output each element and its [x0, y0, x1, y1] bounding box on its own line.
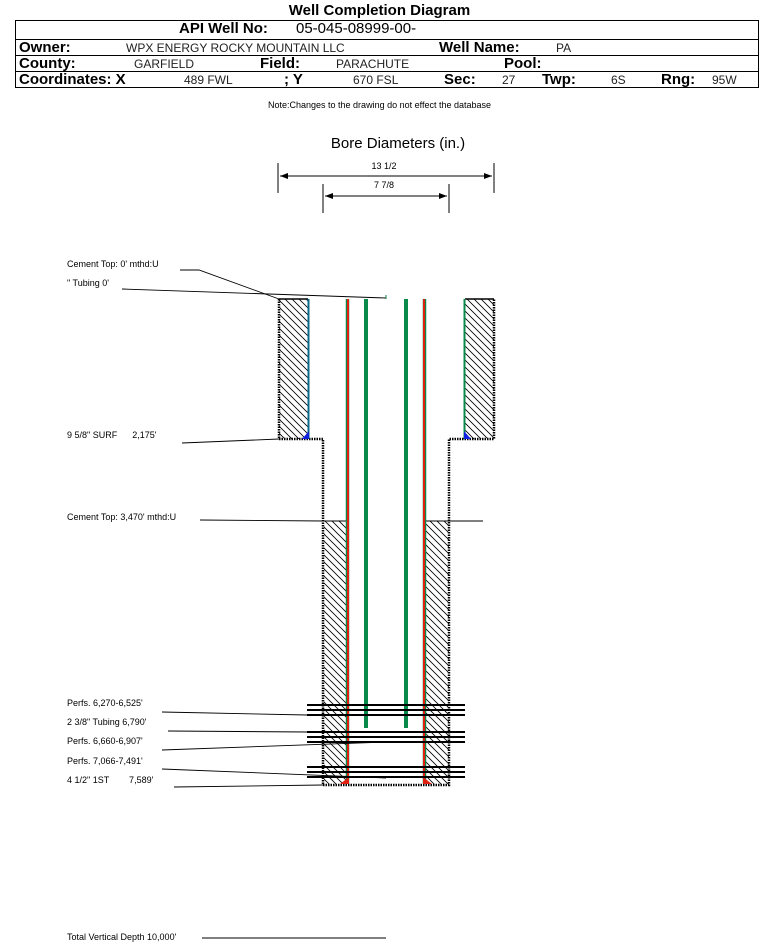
pool-label: Pool:	[504, 55, 542, 72]
cement-top-production-label: Cement Top: 3,470' mthd:U	[67, 512, 176, 522]
owner-value: WPX ENERGY ROCKY MOUNTAIN LLC	[126, 41, 345, 55]
production-shoe-right	[423, 777, 432, 784]
sec-label: Sec:	[444, 71, 476, 88]
surface-casing-label: 9 5/8" SURF 2,175'	[67, 430, 157, 440]
perfs-2-label: Perfs. 6,660-6,907'	[67, 736, 143, 746]
surface-shoe-left	[302, 431, 309, 439]
surface-shoe-right	[464, 431, 471, 439]
surface-cement-right	[465, 299, 494, 439]
bore-diameter-label-2: 7 7/8	[374, 180, 394, 190]
perfs-1-label: Perfs. 6,270-6,525'	[67, 698, 143, 708]
page-title: Well Completion Diagram	[288, 2, 471, 19]
borehole-outline	[277, 299, 496, 787]
county-label: County:	[19, 55, 76, 72]
coordinates-row: Coordinates: X 489 FWL ; Y 670 FSL Sec: …	[16, 71, 758, 88]
surface-casing-leader	[181, 438, 280, 444]
coord-y-label: ; Y	[284, 71, 303, 88]
bore-dimension-2	[322, 184, 450, 213]
county-row: County: GARFIELD Field: PARACHUTE Pool:	[16, 55, 758, 72]
field-value: PARACHUTE	[336, 57, 410, 71]
twp-value: 6S	[611, 73, 626, 87]
bore-diameter-label-1: 13 1/2	[371, 161, 396, 171]
rng-value: 95W	[712, 73, 737, 87]
perfs-2-leader	[161, 741, 387, 751]
well-name-value: PA	[556, 41, 572, 55]
county-value: GARFIELD	[134, 57, 195, 71]
well-name-label: Well Name:	[439, 39, 520, 56]
cement-top-surface-leader	[180, 269, 280, 300]
coord-x-value: 489 FWL	[184, 73, 233, 87]
production-casing-label: 4 1/2" 1ST 7,589'	[67, 775, 154, 785]
field-label: Field:	[260, 55, 300, 72]
bore-dimension-1	[277, 163, 495, 193]
coord-y-value: 670 FSL	[353, 73, 399, 87]
owner-row: Owner: WPX ENERGY ROCKY MOUNTAIN LLC Wel…	[16, 39, 758, 56]
production-casing-right	[422, 299, 427, 784]
api-row: API Well No: 05-045-08999-00-	[16, 21, 758, 39]
perforations-3	[307, 766, 465, 778]
production-cement-left	[324, 521, 347, 784]
production-shoe-left	[340, 777, 349, 784]
production-casing-left	[345, 299, 350, 784]
cement-top-surface-label: Cement Top: 0' mthd:U	[67, 259, 159, 269]
perfs-3-label: Perfs. 7,066-7,491'	[67, 756, 143, 766]
owner-label: Owner:	[19, 39, 71, 56]
cement-top-production-leader	[199, 519, 324, 522]
tubing-label: 2 3/8" Tubing 6,790'	[67, 717, 147, 727]
api-label: API Well No:	[179, 20, 268, 37]
surface-cement-left	[279, 299, 308, 439]
perfs-3-leader	[161, 768, 387, 779]
twp-label: Twp:	[542, 71, 576, 88]
production-casing-leader	[173, 784, 324, 788]
bore-diameters-title: Bore Diameters (in.)	[331, 135, 465, 152]
database-note: Note:Changes to the drawing do not effec…	[268, 100, 491, 110]
perfs-1-leader	[161, 711, 308, 716]
perforations-1	[307, 704, 465, 716]
production-cement-right	[426, 521, 449, 784]
coord-x-label: Coordinates: X	[19, 71, 126, 88]
well-header-table: API Well No: 05-045-08999-00- Owner: WPX…	[15, 20, 759, 88]
sec-value: 27	[502, 73, 516, 87]
tubing-top-leader	[121, 288, 387, 299]
tubing-top-label: " Tubing 0'	[67, 278, 109, 288]
rng-label: Rng:	[661, 71, 696, 88]
api-value: 05-045-08999-00-	[296, 20, 417, 37]
tubing-leader	[167, 730, 308, 733]
tvd-label: Total Vertical Depth 10,000'	[67, 932, 177, 942]
